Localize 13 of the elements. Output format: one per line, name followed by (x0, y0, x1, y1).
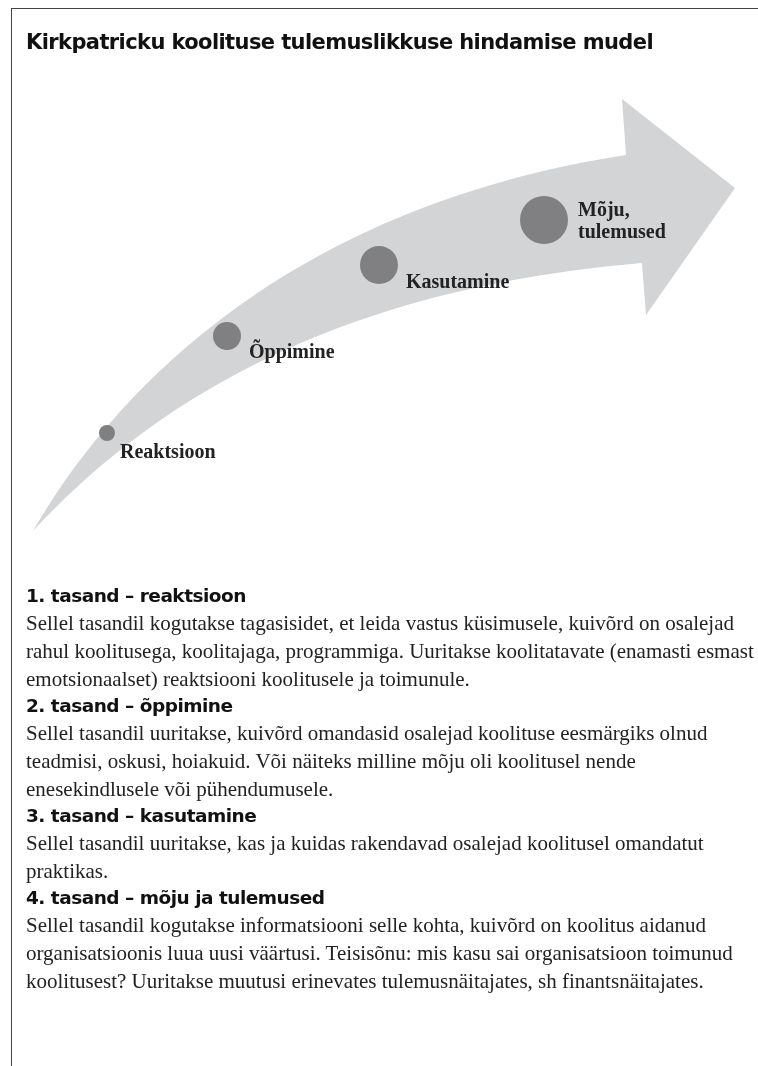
paragraph: Sellel tasandil kogutakse tagasisidet, et leida vastus küsimusele, kuivõrd on osalejad rahul koolitusega, koolitajaga, programmiga. Uuritakse koolitatavate (enamasti esmast emotsionaalset) reaktsiooni koolitusele ja toimunule. (26, 610, 754, 693)
paragraph: Sellel tasandil uuritakse, kuivõrd omandasid osalejad koolituse eesmärgiks olnud teadmisi, oskusi, hoiakuid. Või näiteks milline mõju oli koolitusel nende enesekindlusele või pühendumusele. (26, 720, 709, 803)
diagram-title: Kirkpatricku koolituse tulemuslikkuse hindamise mudel (26, 30, 653, 54)
paragraph: Sellel tasandil kogutakse informatsiooni selle kohta, kuivõrd on koolitus aidanud organisatsioonis luua uusi väärtusi. Teisisõnu: mis kasu sai organisatsioon toimunud koolitusest? Uuritakse muutusi erinevates tulemusnäitajates, sh finantsnäitajates. (26, 912, 734, 995)
section-heading: 1. tasand – reaktsioon (26, 584, 247, 608)
section-heading: 4. tasand – mõju ja tulemused (26, 886, 326, 910)
paragraph: Sellel tasandil uuritakse, kas ja kuidas rakendavad osalejad koolitusel omandatut praktikas. (26, 830, 705, 885)
section-heading: 3. tasand – kasutamine (26, 804, 258, 828)
level-label: Mõju, tulemused (578, 198, 667, 242)
level-label: Reaktsioon (120, 440, 216, 462)
level-label: Kasutamine (406, 270, 510, 292)
section-heading: 2. tasand – õppimine (26, 694, 234, 718)
level-label: Õppimine (249, 340, 335, 362)
